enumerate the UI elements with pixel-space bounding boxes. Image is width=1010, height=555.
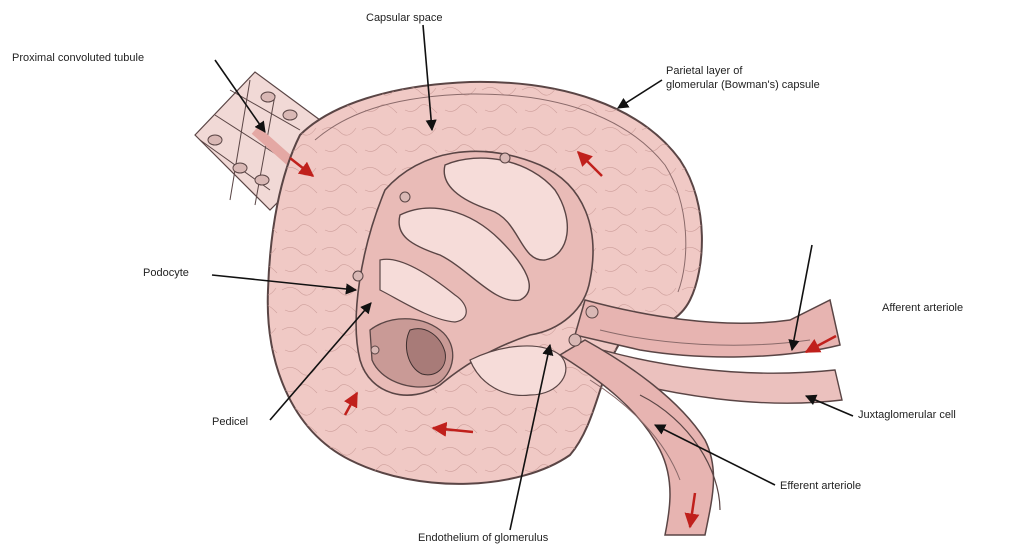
glomerulus (353, 151, 593, 395)
label-juxtaglomerular-cell: Juxtaglomerular cell (858, 409, 956, 422)
label-afferent-arteriole: Afferent arteriole (882, 302, 963, 315)
label-parietal-line1: Parietal layer of (666, 65, 742, 78)
label-capsular-space: Capsular space (366, 12, 442, 25)
label-parietal-line2: glomerular (Bowman's) capsule (666, 79, 820, 92)
leader-parietal-layer (618, 80, 662, 108)
label-pedicel: Pedicel (212, 416, 248, 429)
label-endothelium: Endothelium of glomerulus (418, 532, 548, 545)
label-proximal-tubule: Proximal convoluted tubule (12, 52, 144, 65)
arterioles (560, 300, 842, 535)
label-podocyte: Podocyte (143, 267, 189, 280)
label-efferent-arteriole: Efferent arteriole (780, 480, 861, 493)
